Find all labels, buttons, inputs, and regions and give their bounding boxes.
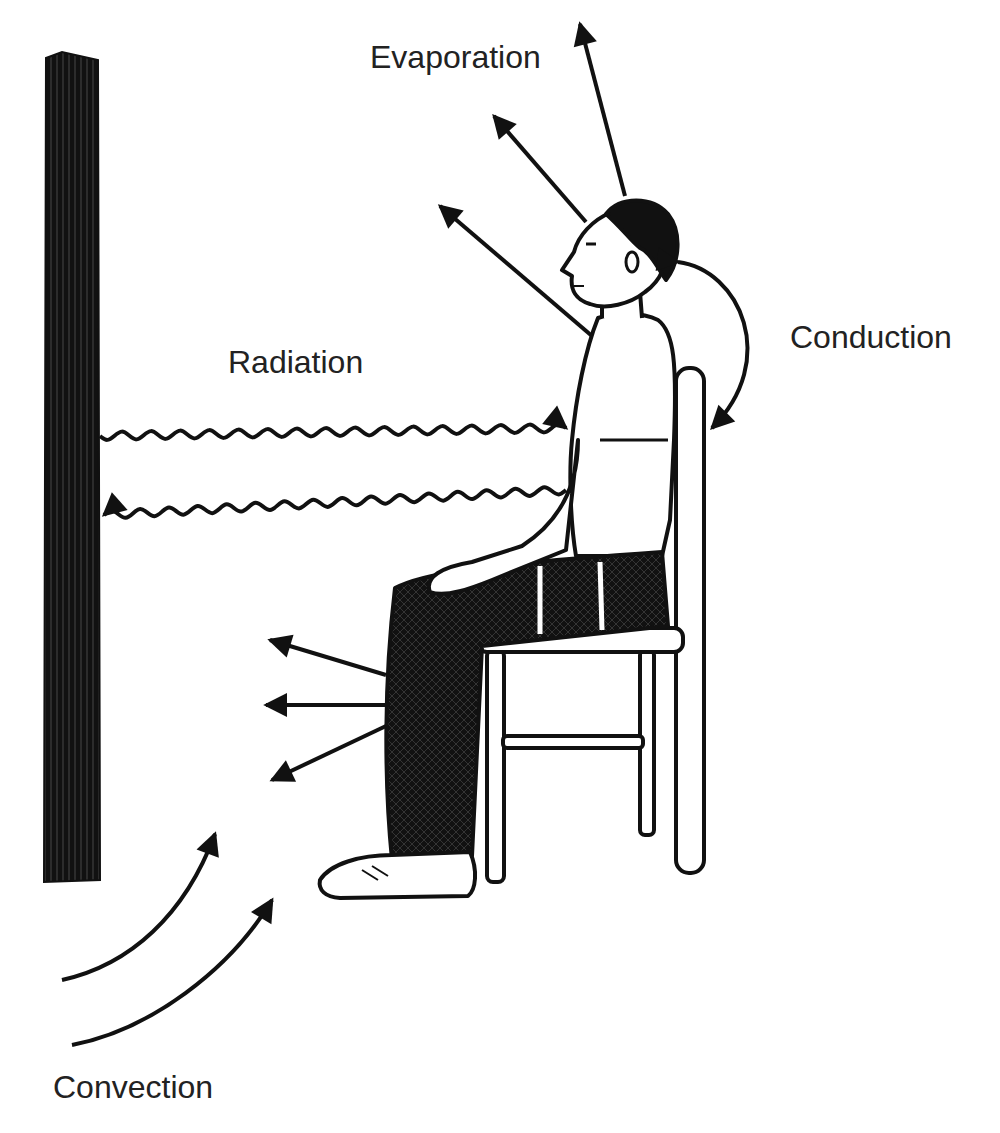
process-label: Evaporation	[370, 40, 541, 75]
process-label: Conduction	[790, 320, 952, 355]
heat-arrows	[62, 24, 747, 1045]
process-label: Convection	[53, 1070, 213, 1105]
seated-man	[320, 201, 678, 899]
wall	[44, 52, 100, 882]
process-label: Radiation	[228, 345, 363, 380]
